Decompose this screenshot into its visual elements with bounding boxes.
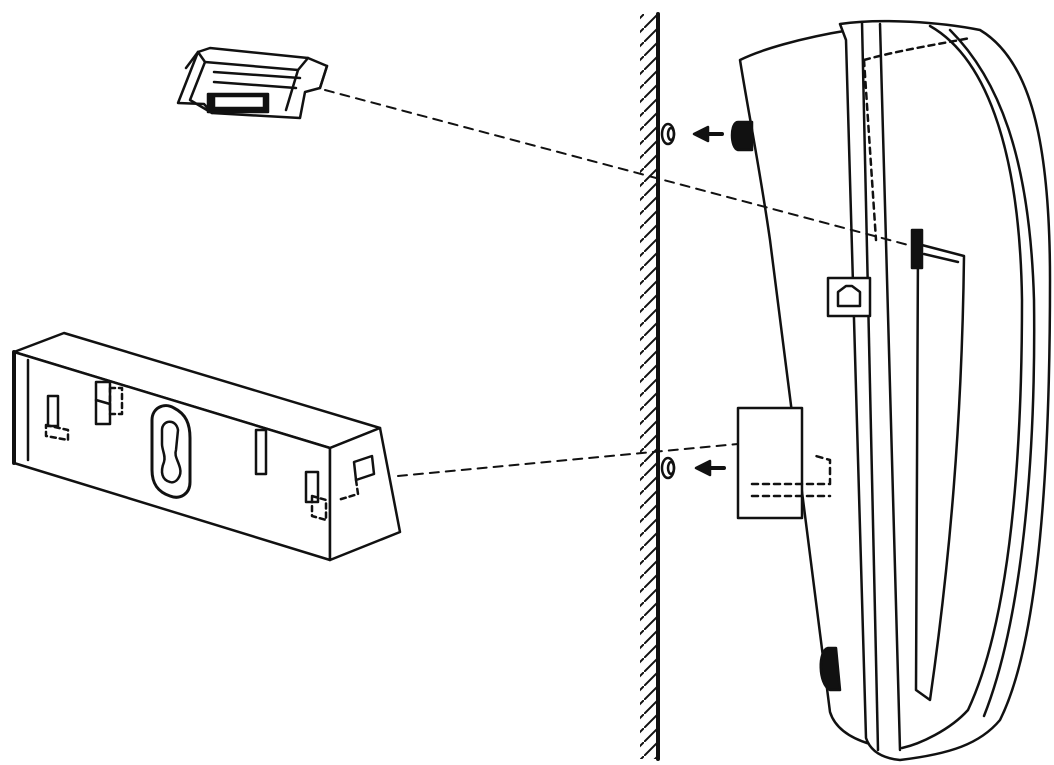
wall-screw-lower xyxy=(660,456,726,480)
alignment-lines xyxy=(324,89,913,477)
clip-alignment-line xyxy=(324,89,913,247)
bracket-alignment-line xyxy=(397,443,739,477)
wall xyxy=(640,12,660,761)
wall-screw-upper xyxy=(660,122,724,146)
handset-hanger-clip xyxy=(176,46,329,120)
telephone-base-unit xyxy=(730,19,1052,762)
wall-mount-bracket xyxy=(12,331,402,562)
